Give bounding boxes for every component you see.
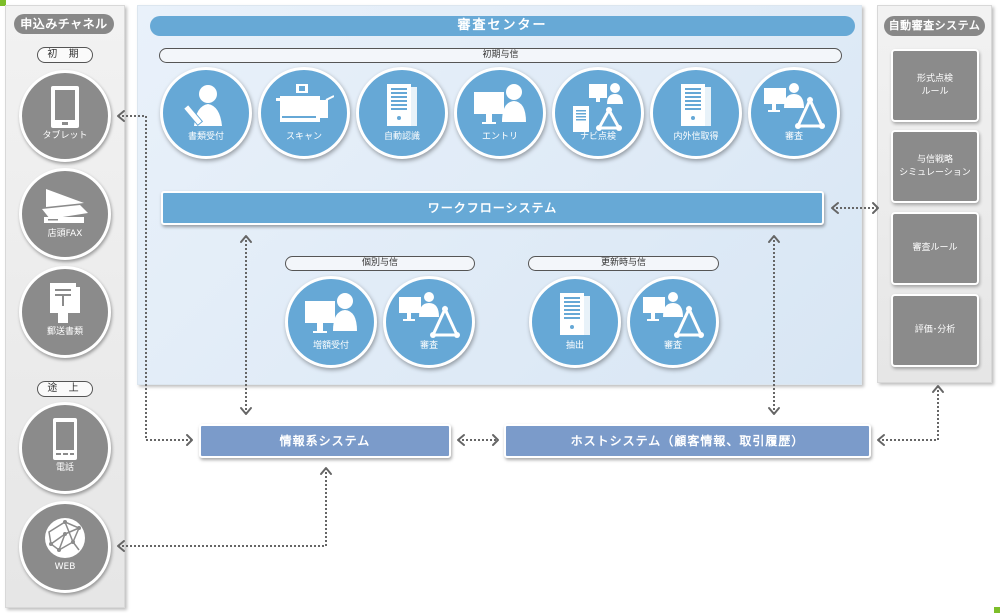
- arrow-head-left: [877, 434, 885, 446]
- process-step-label: エントリ: [481, 132, 518, 142]
- mobile-phone-icon: [52, 417, 78, 465]
- section-individual-credit: 個別与信: [285, 256, 475, 271]
- process-step[interactable]: 審査: [748, 67, 840, 159]
- process-step[interactable]: 抽出: [529, 276, 621, 368]
- auto-rule-evaluation[interactable]: 評価･分析: [891, 294, 979, 367]
- info-system[interactable]: 情報系システム: [199, 424, 451, 458]
- arrow-head-down: [768, 407, 780, 415]
- server-icon: [679, 82, 713, 132]
- tablet-icon: [50, 85, 80, 133]
- process-step[interactable]: エントリ: [454, 67, 546, 159]
- section-renewal-credit: 更新時与信: [528, 256, 719, 271]
- corner-accent: [994, 607, 1000, 613]
- channel-group-initial: 初 期: [37, 47, 93, 63]
- arrow-head-right: [186, 434, 193, 446]
- channel-tablet[interactable]: タブレット: [19, 70, 111, 162]
- navi-check-icon: [569, 82, 627, 138]
- channel-label: WEB: [54, 562, 76, 572]
- process-step[interactable]: 審査: [627, 276, 719, 368]
- review-center-title: 審査センター: [150, 16, 855, 36]
- process-step-label: 自動認識: [383, 132, 420, 142]
- process-step[interactable]: スキャン: [258, 67, 350, 159]
- channel-label: 電話: [55, 463, 74, 473]
- review-triangle-icon: [641, 291, 705, 345]
- process-step[interactable]: 審査: [383, 276, 475, 368]
- channel-label: 店頭FAX: [47, 229, 83, 239]
- server-icon: [385, 82, 419, 132]
- channel-phone[interactable]: 電話: [19, 402, 111, 494]
- process-step-label: 抽出: [565, 341, 584, 351]
- channel-mail[interactable]: 郵送書類: [19, 266, 111, 358]
- globe-network-icon: [43, 516, 87, 564]
- channel-web[interactable]: WEB: [19, 501, 111, 593]
- process-step-label: 内外信取得: [673, 132, 719, 142]
- server-icon: [558, 291, 592, 341]
- channel-fax[interactable]: 店頭FAX: [19, 168, 111, 260]
- process-step-label: ナビ点検: [579, 132, 616, 142]
- connector-host-auto: [878, 386, 939, 441]
- auto-rule-format-check[interactable]: 形式点検 ルール: [891, 49, 979, 122]
- arrow-head-down: [240, 407, 252, 415]
- arrow-head-right: [492, 434, 499, 446]
- monitor-person-icon: [472, 82, 528, 132]
- person-pen-icon: [182, 82, 228, 132]
- process-step[interactable]: 書類受付: [160, 67, 252, 159]
- auto-rule-review-rules[interactable]: 審査ルール: [891, 212, 979, 285]
- scanner-machine-icon: [274, 82, 335, 132]
- arrow-head-left: [457, 434, 465, 446]
- auto-rule-strategy-simulation[interactable]: 与信戦略 シミュレーション: [891, 130, 979, 203]
- channel-label: 郵送書類: [46, 327, 83, 337]
- process-step-label: 審査: [663, 341, 682, 351]
- process-step[interactable]: ナビ点検: [552, 67, 644, 159]
- process-step-label: スキャン: [285, 132, 322, 142]
- arrow-head-up: [932, 385, 944, 393]
- mail-document-icon: [48, 281, 82, 329]
- monitor-person-icon: [303, 291, 359, 341]
- process-step[interactable]: 自動認識: [356, 67, 448, 159]
- scanner-fax-icon: [40, 183, 90, 231]
- host-system[interactable]: ホストシステム（顧客情報、取引履歴）: [504, 424, 871, 458]
- channel-group-ongoing: 途 上: [37, 381, 93, 397]
- channel-label: タブレット: [42, 131, 88, 141]
- process-step[interactable]: 内外信取得: [650, 67, 742, 159]
- section-initial-credit: 初期与信: [159, 48, 842, 63]
- process-step-label: 書類受付: [187, 132, 224, 142]
- connector-web-info: [118, 468, 327, 547]
- process-step[interactable]: 増額受付: [285, 276, 377, 368]
- review-triangle-icon: [762, 82, 826, 136]
- workflow-system[interactable]: ワークフローシステム: [161, 191, 824, 225]
- process-step-label: 審査: [419, 341, 438, 351]
- auto-review-title: 自動審査システム: [884, 16, 985, 36]
- channels-title: 申込みチャネル: [14, 14, 114, 34]
- review-triangle-icon: [397, 291, 461, 345]
- process-step-label: 審査: [784, 132, 803, 142]
- corner-accent: [0, 0, 6, 6]
- arrow-head-up: [320, 467, 332, 475]
- process-step-label: 増額受付: [312, 341, 349, 351]
